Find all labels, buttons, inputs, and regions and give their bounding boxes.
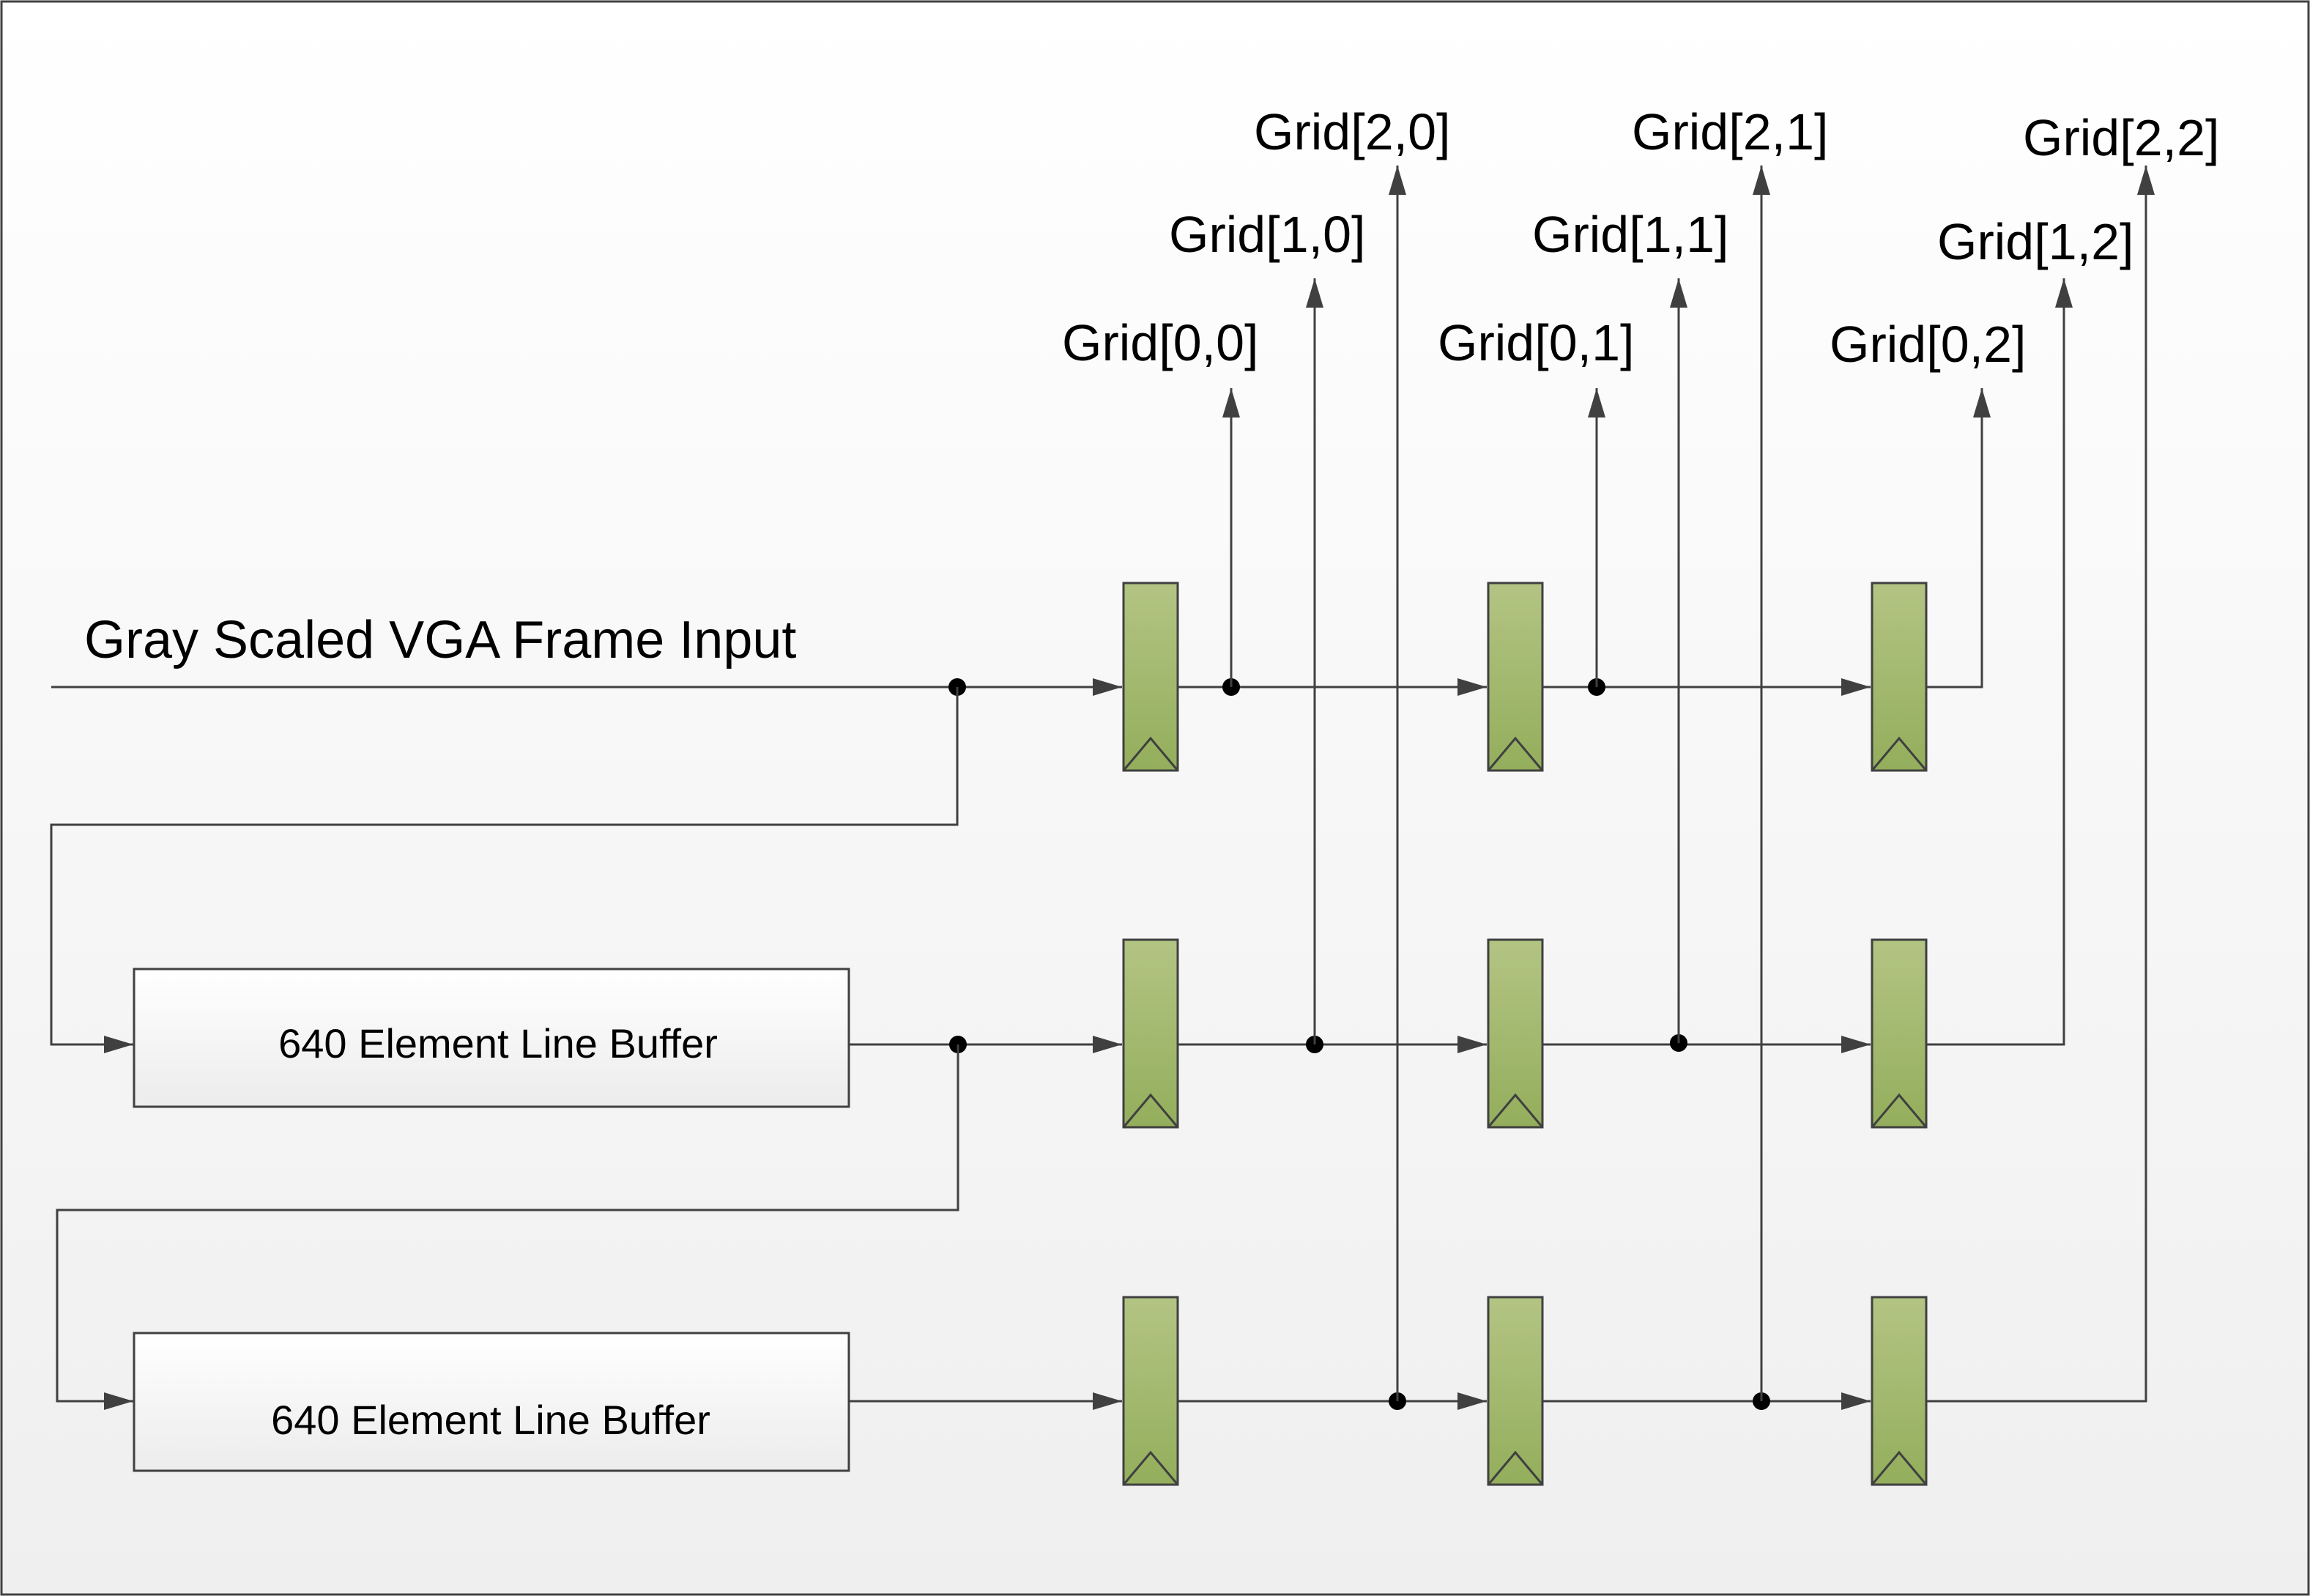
register-0-0 [1122, 582, 1179, 772]
grid-1-1-label: Grid[1,1] [1532, 206, 1728, 263]
register-2-0 [1122, 1296, 1179, 1486]
tap-grid-0-2 [1926, 388, 1991, 688]
input-label: Gray Scaled VGA Frame Input [84, 611, 796, 669]
grid-0-0-label: Grid[0,0] [1062, 314, 1258, 371]
register-1-0 [1122, 938, 1179, 1129]
register-0-1 [1487, 582, 1544, 772]
line-buffer-2-label: 640 Element Line Buffer [271, 1397, 710, 1443]
register-1-2 [1871, 938, 1928, 1129]
line-buffer-2 [133, 1332, 850, 1472]
feed-to-line-buffer-1 [50, 687, 959, 1053]
grid-1-2-label: Grid[1,2] [1937, 213, 2133, 270]
register-2-1 [1487, 1296, 1544, 1486]
grid-2-2-label: Grid[2,2] [2023, 109, 2219, 166]
feed-to-line-buffer-2 [56, 1044, 959, 1410]
register-0-2 [1871, 582, 1928, 772]
grid-1-0-label: Grid[1,0] [1169, 206, 1365, 263]
grid-0-2-label: Grid[0,2] [1830, 316, 2026, 373]
register-1-1 [1487, 938, 1544, 1129]
grid-0-1-label: Grid[0,1] [1438, 314, 1634, 371]
line-buffer-1-label: 640 Element Line Buffer [278, 1020, 718, 1066]
grid-2-0-label: Grid[2,0] [1254, 103, 1450, 160]
grid-2-1-label: Grid[2,1] [1632, 103, 1828, 160]
register-2-2 [1871, 1296, 1928, 1486]
tap-grid-2-2 [1926, 166, 2155, 1403]
line-buffer-1 [133, 968, 850, 1108]
tap-grid-1-2 [1926, 278, 2073, 1046]
